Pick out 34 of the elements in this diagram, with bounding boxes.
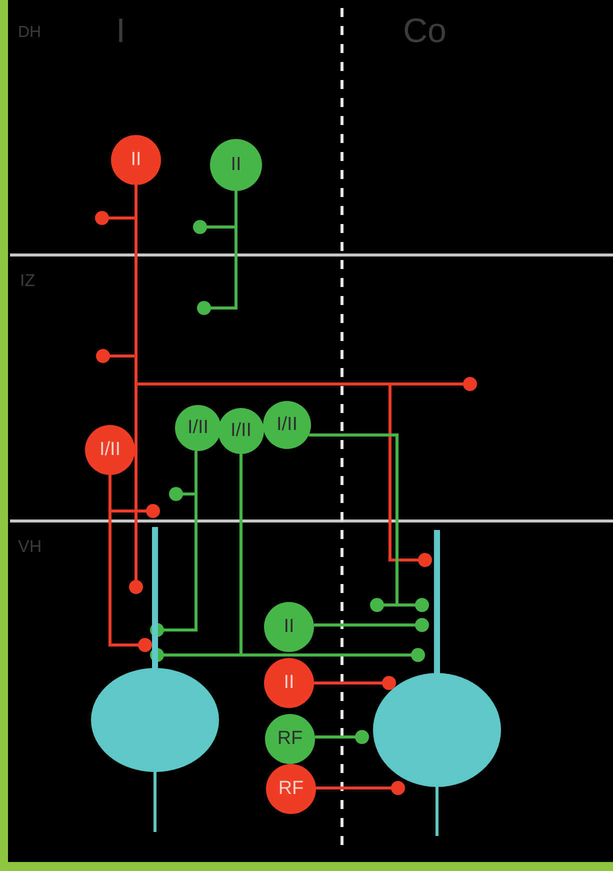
neuron-circle xyxy=(265,714,315,764)
neuron-label: II xyxy=(284,672,294,694)
motoneuron-drawing xyxy=(91,527,219,832)
neuron-circle xyxy=(111,135,161,185)
neuron-circle xyxy=(85,425,135,475)
region-label: VH xyxy=(18,537,42,557)
neuron-circle xyxy=(210,139,262,191)
neuron-label: RF xyxy=(277,728,303,750)
neuron-label: II xyxy=(130,149,142,171)
neuron-circle xyxy=(264,658,314,708)
region-label: DH xyxy=(18,24,42,42)
axon-connector xyxy=(314,676,396,690)
neuron-label: II xyxy=(284,616,294,638)
motoneuron-drawing xyxy=(373,530,501,836)
axon-connector xyxy=(240,454,425,662)
neuron-label: II xyxy=(230,154,242,176)
neuron-circle xyxy=(263,401,311,449)
axon-connector xyxy=(316,781,405,795)
neuron-label: I/II xyxy=(99,439,121,461)
axon-connector xyxy=(314,730,369,744)
region-label: I xyxy=(116,12,126,51)
axon-connector xyxy=(314,618,429,632)
neuron-label: I/II xyxy=(230,420,252,442)
region-label: IZ xyxy=(20,271,36,291)
axon-connector xyxy=(169,450,198,501)
neuron-label: RF xyxy=(278,778,304,800)
neuron-circle xyxy=(175,405,221,451)
region-label: Co xyxy=(403,12,446,51)
neuron-circle xyxy=(218,408,264,454)
neuron-circle xyxy=(264,602,314,652)
neuron-label: I/II xyxy=(187,417,209,439)
neuron-circle xyxy=(266,764,316,814)
neuron-label: I/II xyxy=(276,414,298,436)
axon-connector xyxy=(129,185,143,594)
